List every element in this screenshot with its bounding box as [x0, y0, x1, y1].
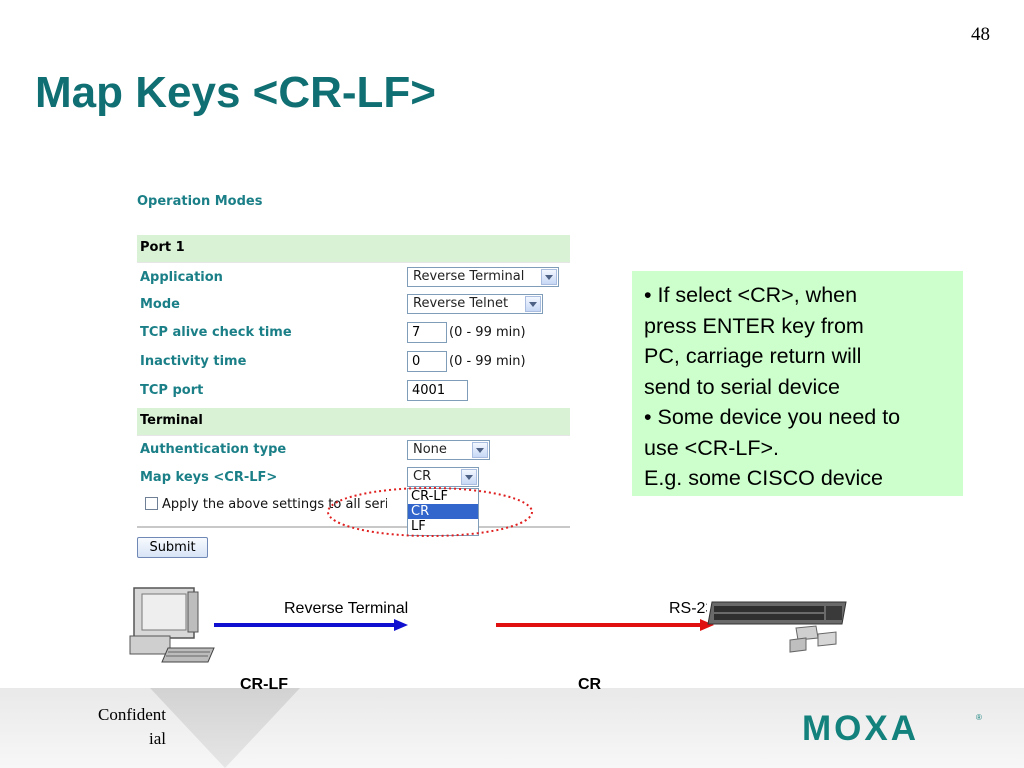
moxa-logo: MOXA ® — [802, 710, 982, 744]
note-line: E.g. some CISCO device — [644, 466, 883, 490]
tcp-port-value: 4001 — [412, 383, 446, 398]
application-label: Application — [140, 270, 223, 285]
cr-lf-label: CR-LF — [240, 676, 288, 693]
map-keys-select[interactable]: CR — [407, 467, 479, 487]
rs232-label: RS-232 — [669, 600, 707, 617]
operation-modes-panel: Operation Modes Port 1 Application Rever… — [132, 188, 572, 560]
arrow-red-icon — [496, 619, 714, 631]
application-select[interactable]: Reverse Terminal — [407, 267, 559, 287]
map-keys-label: Map keys <CR-LF> — [140, 470, 278, 485]
tcp-alive-value: 7 — [412, 325, 421, 340]
auth-type-label: Authentication type — [140, 442, 287, 457]
panel-heading: Operation Modes — [137, 194, 263, 209]
submit-button[interactable]: Submit — [137, 537, 208, 558]
inactivity-hint: (0 - 99 min) — [449, 354, 526, 369]
note-line: send to serial device — [644, 374, 840, 399]
inactivity-input[interactable]: 0 — [407, 351, 447, 372]
note-line: • If select <CR>, when — [644, 283, 858, 307]
chevron-down-icon[interactable] — [525, 296, 541, 312]
port-section-bar: Port 1 — [137, 235, 570, 263]
application-value: Reverse Terminal — [413, 269, 525, 284]
note-line: use <CR-LF>. — [644, 435, 780, 460]
port-section-label: Port 1 — [140, 240, 185, 255]
tcp-alive-hint: (0 - 99 min) — [449, 325, 526, 340]
dropdown-option-cr[interactable]: CR — [408, 504, 478, 519]
auth-type-select[interactable]: None — [407, 440, 490, 460]
mode-value: Reverse Telnet — [413, 296, 509, 311]
map-keys-value: CR — [413, 469, 432, 484]
dropdown-option-cr-lf[interactable]: CR-LF — [411, 489, 448, 504]
mode-select[interactable]: Reverse Telnet — [407, 294, 543, 314]
footer-chevron — [150, 688, 300, 768]
panel-divider — [137, 526, 570, 528]
connection-diagram: Reverse Terminal RS-232 CR-LF CR — [0, 570, 1024, 700]
confidential-line: Confident — [98, 705, 166, 724]
chevron-down-icon[interactable] — [541, 269, 557, 285]
svg-text:®: ® — [976, 713, 982, 722]
slide-title: Map Keys <CR-LF> — [35, 68, 436, 117]
svg-text:MOXA: MOXA — [802, 710, 919, 744]
arrow-blue-icon — [214, 619, 408, 631]
tcp-alive-input[interactable]: 7 — [407, 322, 447, 343]
tcp-alive-label: TCP alive check time — [140, 325, 292, 340]
chevron-down-icon[interactable] — [461, 469, 477, 485]
tcp-port-input[interactable]: 4001 — [407, 380, 468, 401]
tcp-port-label: TCP port — [140, 383, 204, 398]
note-box: • If select <CR>, when press ENTER key f… — [632, 271, 963, 496]
confidential-label: Confident ial — [80, 703, 166, 751]
cr-label: CR — [578, 676, 602, 693]
network-switch-icon — [707, 601, 847, 653]
chevron-down-icon[interactable] — [472, 442, 488, 458]
computer-icon — [129, 587, 215, 663]
apply-all-checkbox[interactable] — [145, 497, 158, 510]
note-line: press ENTER key from — [644, 313, 864, 338]
note-line: • Some device you need to — [644, 405, 901, 429]
terminal-section-label: Terminal — [140, 413, 203, 428]
reverse-terminal-label: Reverse Terminal — [284, 600, 409, 617]
page-number: 48 — [971, 24, 990, 45]
terminal-section-bar: Terminal — [137, 408, 570, 436]
confidential-line: ial — [149, 729, 166, 748]
footer-band — [0, 688, 1024, 768]
auth-type-value: None — [413, 442, 447, 457]
map-keys-dropdown-list[interactable]: CR-LF CR LF — [407, 488, 479, 536]
inactivity-label: Inactivity time — [140, 354, 247, 369]
mode-label: Mode — [140, 297, 180, 312]
inactivity-value: 0 — [412, 354, 421, 369]
dropdown-option-lf[interactable]: LF — [411, 519, 426, 534]
apply-all-label: Apply the above settings to all serial p… — [162, 497, 387, 512]
note-line: PC, carriage return will — [644, 344, 862, 368]
